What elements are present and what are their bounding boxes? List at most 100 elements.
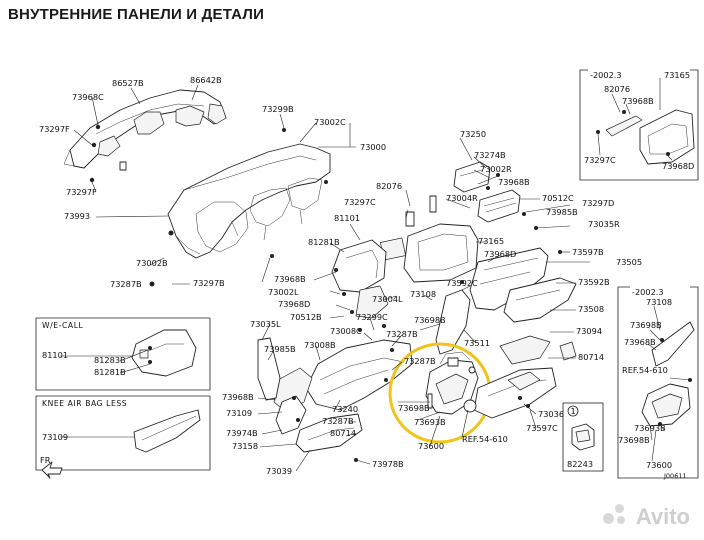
- part-number: 73505: [616, 257, 642, 267]
- part-number: 73002R: [480, 164, 512, 174]
- air-duct-assembly: [63, 89, 227, 171]
- part-number: 73274B: [474, 150, 506, 160]
- part-number: 73597B: [572, 247, 604, 257]
- part-number: 73109: [42, 432, 68, 442]
- inset-we-call-label: W/E-CALL: [42, 321, 84, 330]
- part-number: 73108: [646, 297, 672, 307]
- part-number: 73002C: [314, 117, 346, 127]
- inset-knee-airbag-label: KNEE AIR BAG LESS: [42, 399, 127, 408]
- part-number: 73968B: [622, 96, 654, 106]
- console-tray: [463, 366, 557, 419]
- part-number: 73968D: [662, 161, 694, 171]
- part-number: 73511: [464, 338, 490, 348]
- part-number: 73693B: [414, 417, 446, 427]
- part-number: 73108: [410, 289, 436, 299]
- part-number: 73993: [64, 211, 90, 221]
- part-number: 73240: [332, 404, 358, 414]
- part-number: 73698B: [618, 435, 650, 445]
- part-number: 73287B: [110, 279, 142, 289]
- part-number: 73002B: [136, 258, 168, 268]
- part-number: 73968B: [498, 177, 530, 187]
- part-number: 73974B: [226, 428, 258, 438]
- part-number: 82243: [567, 459, 593, 469]
- part-number: 73968B: [274, 274, 306, 284]
- part-number: 73299C: [356, 312, 388, 322]
- part-number: 73035R: [588, 219, 620, 229]
- part-number: 73000: [360, 142, 386, 152]
- avito-logo-icon: [603, 504, 627, 528]
- glove-box: [469, 247, 577, 365]
- inset-bottom-right-frame: [617, 286, 699, 479]
- part-number: 81281B: [94, 367, 126, 377]
- part-number: 80714: [330, 428, 356, 438]
- part-number: 80714: [578, 352, 604, 362]
- part-number-labels: 86527B 86642B 73968C 73297F 73297F 73993…: [39, 70, 694, 476]
- part-number: 86527B: [112, 78, 144, 88]
- part-number: 73109: [226, 408, 252, 418]
- part-number: 73035L: [250, 319, 281, 329]
- part-number: 73287B: [404, 356, 436, 366]
- lower-dash-frame: [273, 339, 413, 453]
- side-panel-73108: [435, 289, 471, 355]
- part-number: 73985B: [546, 207, 578, 217]
- inset-top-right-frame: [579, 69, 699, 181]
- part-number: 73693B: [634, 423, 666, 433]
- part-number: 73297D: [582, 198, 614, 208]
- part-number: 73968D: [278, 299, 310, 309]
- part-number: 73698B: [398, 403, 430, 413]
- part-number: 73297C: [344, 197, 376, 207]
- part-number: 73297C: [584, 155, 616, 165]
- part-number: 73002L: [268, 287, 299, 297]
- part-number: 82076: [604, 84, 630, 94]
- leader-lines: [60, 78, 691, 472]
- side-panel-73035L: [257, 337, 281, 401]
- part-number: 73039: [266, 466, 292, 476]
- part-number: 81101: [334, 213, 360, 223]
- part-number: 73287B: [322, 416, 354, 426]
- part-number: 73985B: [264, 344, 296, 354]
- part-number: 73008C: [330, 326, 362, 336]
- inset-bottom-right-label: -2002.3: [632, 287, 664, 297]
- inset-we-call-frame: [35, 317, 211, 391]
- part-number: 73968D: [484, 249, 516, 259]
- part-number: 73158: [232, 441, 258, 451]
- part-number: REF.54-610: [622, 365, 668, 375]
- switch-82243: [571, 423, 595, 451]
- part-number: 81281B: [308, 237, 340, 247]
- front-arrow-icon: [41, 461, 63, 479]
- watermark-text: Avito: [635, 504, 690, 529]
- fasteners: [89, 110, 692, 462]
- part-number: 73250: [460, 129, 486, 139]
- part-number: 73287B: [386, 329, 418, 339]
- part-number: 73968B: [624, 337, 656, 347]
- part-number: 73008B: [304, 340, 336, 350]
- part-number: 73508: [578, 304, 604, 314]
- part-number: 73592C: [446, 278, 478, 288]
- part-number: 82076: [376, 181, 402, 191]
- part-number: 73297F: [66, 187, 97, 197]
- part-number: 70512C: [542, 193, 574, 203]
- part-number: 73597C: [526, 423, 558, 433]
- inset-bottom-right-parts: [641, 321, 695, 427]
- part-number: 73094: [576, 326, 602, 336]
- page-title: ВНУТРЕННИЕ ПАНЕЛИ И ДЕТАЛИ: [8, 6, 265, 23]
- inset-82243-frame: [562, 402, 604, 472]
- part-number: 73978B: [372, 459, 404, 469]
- part-number: 73297B: [193, 278, 225, 288]
- part-number: 70512B: [290, 312, 322, 322]
- part-number: 81101: [42, 350, 68, 360]
- part-number: 73004L: [372, 294, 403, 304]
- knee-airbag-part: [133, 409, 201, 453]
- part-number: 73004R: [446, 193, 478, 203]
- center-stack: [380, 161, 521, 283]
- part-number: 73297F: [39, 124, 70, 134]
- inset-82243-index: 1: [571, 406, 576, 416]
- front-arrow-label: FR: [40, 455, 51, 465]
- part-number: 73600: [418, 441, 444, 451]
- we-call-part: [131, 329, 197, 377]
- center-console-mid: [331, 239, 389, 319]
- part-number: 73698B: [414, 315, 446, 325]
- inset-top-right-label: -2002.3: [590, 70, 622, 80]
- part-number: 73036: [538, 409, 564, 419]
